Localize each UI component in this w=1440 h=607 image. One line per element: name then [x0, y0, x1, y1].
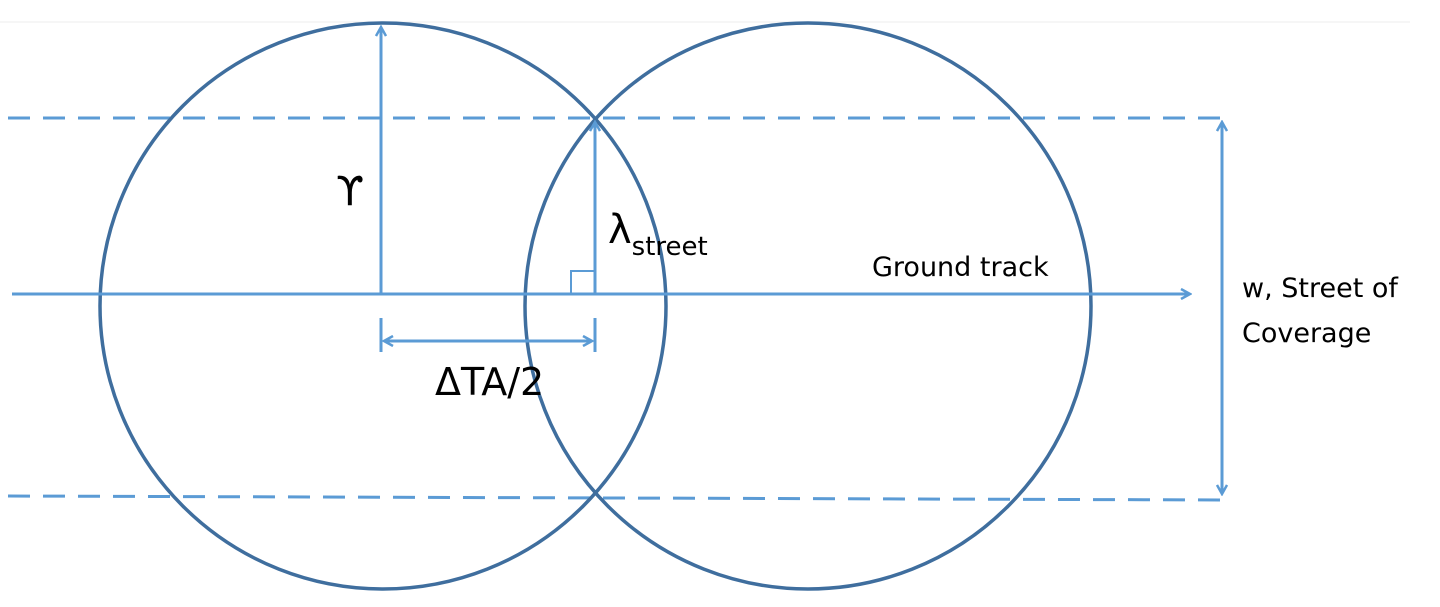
delta-ta-label: ΔTA/2: [435, 360, 544, 404]
right-footprint-circle: [523, 21, 1093, 591]
coverage-label-line1: w, Street of: [1242, 273, 1399, 304]
right-angle-marker: [570, 270, 594, 294]
left-footprint-circle: [98, 21, 668, 591]
lambda-subscript: street: [632, 232, 708, 262]
radius-label: ϒ: [336, 169, 364, 215]
lambda-symbol: λ: [608, 207, 632, 253]
ground-track-label: Ground track: [872, 252, 1049, 283]
lambda-street-label: λstreet: [608, 207, 708, 262]
lower-street-boundary: [7, 494, 1226, 502]
coverage-label-line2: Coverage: [1242, 318, 1371, 349]
